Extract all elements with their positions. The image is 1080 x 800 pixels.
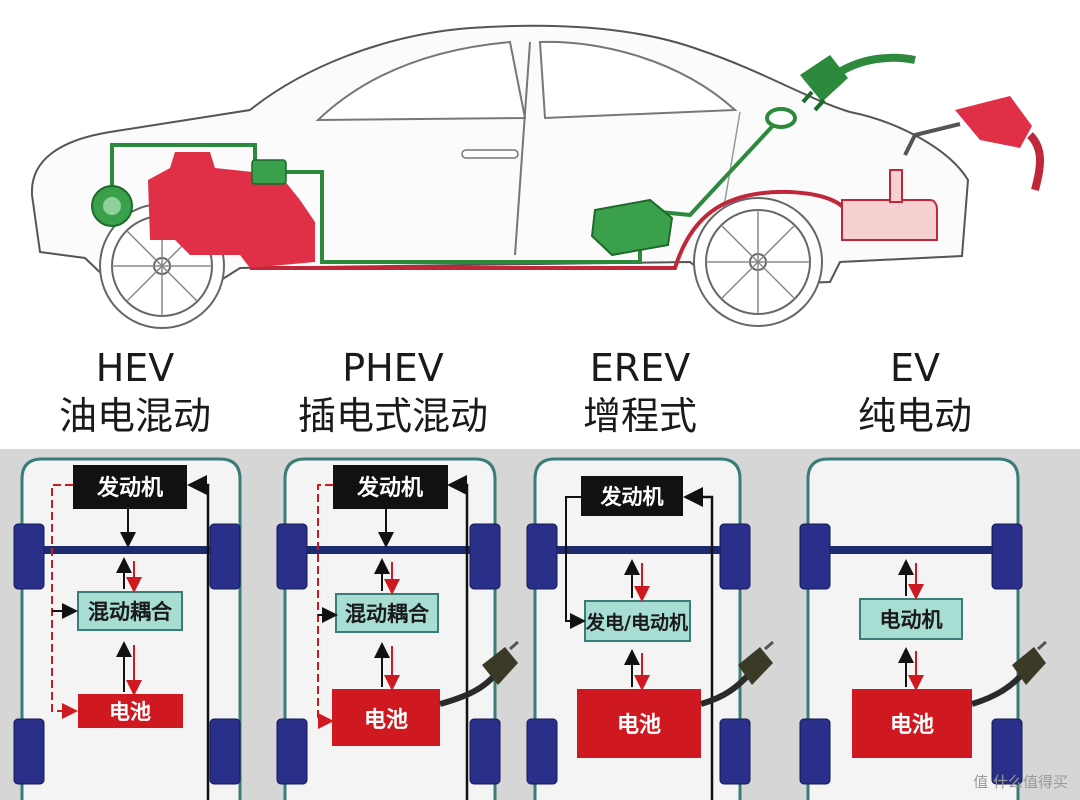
phev-engine-box — [333, 465, 448, 509]
ev-schematic — [799, 457, 1047, 800]
car-illustration — [30, 24, 1044, 329]
hev-battery-label: 电池 — [109, 700, 151, 724]
hev-code: HEV — [95, 346, 175, 390]
hev-name: 油电混动 — [58, 394, 211, 438]
charge-port-icon — [765, 107, 797, 129]
fuel-nozzle-icon — [903, 96, 1044, 191]
schematic-panels: 发动机 混动耦合 电池 发动机 混动耦合 电池 发动机 发电/电动机 电池 电动… — [0, 449, 1080, 800]
fuel-line — [250, 189, 850, 270]
phev-title: PHEV 插电式混动 — [258, 344, 528, 440]
phev-code: PHEV — [342, 346, 444, 390]
electric-wire — [110, 116, 782, 264]
fuel-tank-icon — [841, 199, 938, 241]
erev-engine-label: 发动机 — [600, 485, 664, 509]
controller-icon — [251, 159, 287, 185]
erev-title: EREV 增程式 — [505, 344, 775, 440]
erev-code: EREV — [589, 346, 691, 390]
erev-battery-label: 电池 — [617, 713, 661, 738]
hev-engine-label: 发动机 — [96, 475, 163, 501]
erev-engine-box — [581, 476, 683, 516]
ev-motor-label: 电动机 — [880, 608, 943, 632]
phev-battery-box — [332, 689, 440, 746]
hev-schematic — [13, 457, 242, 800]
phev-engine-label: 发动机 — [356, 475, 423, 501]
car-window-front — [315, 40, 527, 122]
ev-code: EV — [889, 346, 940, 390]
phev-battery-label: 电池 — [364, 708, 408, 733]
ev-title: EV 纯电动 — [780, 344, 1050, 440]
phev-unit-label: 混动耦合 — [345, 602, 430, 626]
hev-battery-box — [78, 694, 183, 728]
phev-name: 插电式混动 — [297, 394, 488, 438]
hev-engine-box — [73, 465, 187, 509]
hev-title: HEV 油电混动 — [0, 344, 270, 440]
car-window-rear — [538, 40, 738, 120]
ev-battery-label: 电池 — [890, 713, 934, 738]
erev-unit-label: 发电/电动机 — [585, 611, 688, 634]
erev-schematic — [526, 457, 774, 800]
erev-battery-box — [577, 689, 701, 758]
ev-motor-box — [859, 598, 963, 640]
phev-schematic — [276, 457, 519, 800]
ev-battery-box — [852, 689, 972, 758]
erev-name: 增程式 — [582, 394, 697, 438]
ev-name: 纯电动 — [857, 394, 972, 438]
hev-unit-box — [77, 591, 183, 631]
watermark: 值 什么值得买 — [973, 773, 1068, 791]
hev-unit-label: 混动耦合 — [88, 600, 173, 624]
battery-icon — [590, 198, 674, 257]
charging-plug-icon — [800, 53, 916, 112]
